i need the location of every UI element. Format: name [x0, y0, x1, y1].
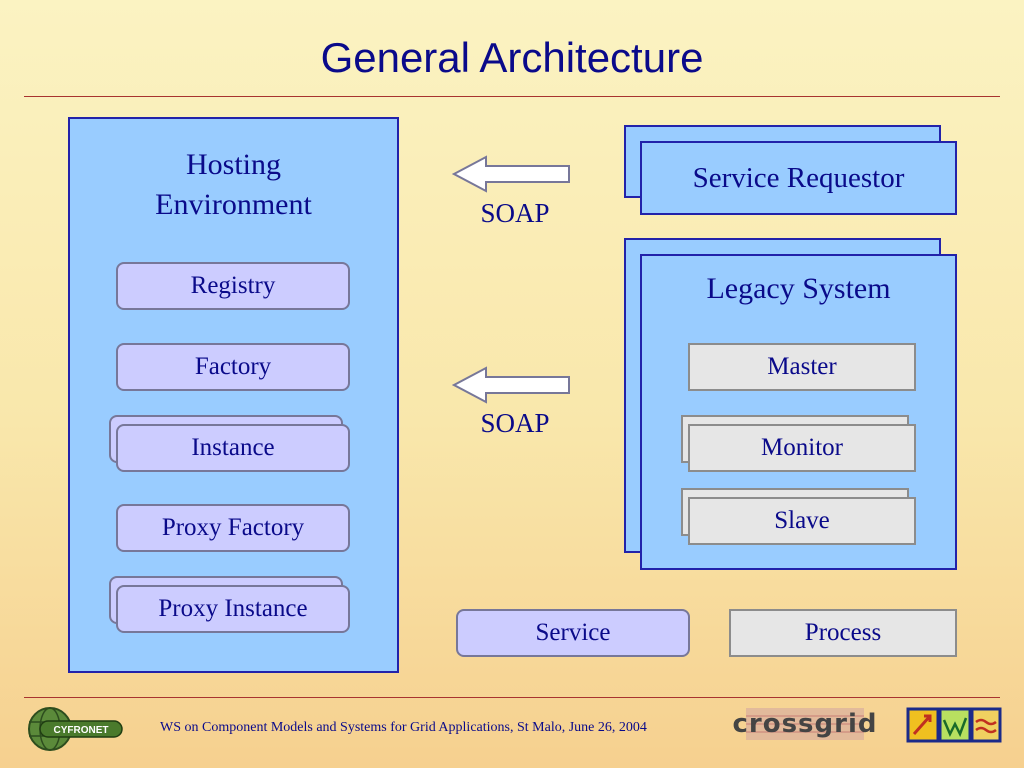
footer-divider [24, 697, 1000, 698]
hosting-title-line1: Hosting [185, 148, 281, 181]
service-requestor-box: Service Requestor [640, 141, 957, 215]
soap-label-bottom: SOAP [480, 408, 550, 438]
hosting-environment-title: Hosting Environment [70, 145, 397, 225]
svg-text:crossgrid: crossgrid [732, 709, 877, 739]
legend-service: Service [456, 609, 690, 657]
partner-logos [906, 707, 1002, 743]
process-monitor: Monitor [688, 424, 916, 472]
legacy-system-title: Legacy System [706, 272, 891, 305]
crossgrid-logo: crossgrid [732, 708, 877, 740]
hosting-title-line2: Environment [155, 188, 312, 221]
title-divider [24, 96, 1000, 97]
process-slave: Slave [688, 497, 916, 545]
left-arrow-icon [452, 366, 570, 404]
service-proxy-factory: Proxy Factory [116, 504, 350, 552]
legend-process: Process [729, 609, 957, 657]
soap-label-top: SOAP [480, 198, 550, 228]
process-master: Master [688, 343, 916, 391]
footer-text: WS on Component Models and Systems for G… [160, 720, 647, 735]
service-registry: Registry [116, 262, 350, 310]
slide-title: General Architecture [320, 34, 704, 81]
svg-text:CYFRONET: CYFRONET [54, 725, 109, 736]
left-arrow-icon [452, 155, 570, 193]
service-factory: Factory [116, 343, 350, 391]
service-instance: Instance [116, 424, 350, 472]
cyfronet-logo: CYFRONET [28, 707, 123, 751]
service-proxy-instance: Proxy Instance [116, 585, 350, 633]
